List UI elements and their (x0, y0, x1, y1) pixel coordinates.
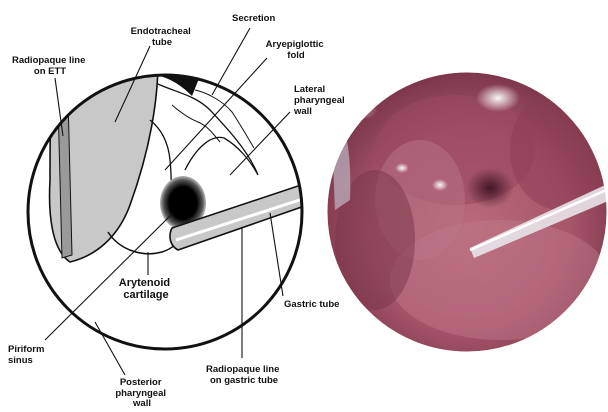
label-endotracheal-tube: Endotracheal tube (131, 26, 194, 48)
label-secretion: Secretion (232, 13, 275, 24)
label-gastric-tube: Gastric tube (284, 299, 339, 310)
label-piriform-sinus: Piriform sinus (8, 344, 47, 366)
endoscopic-photo (320, 65, 608, 365)
label-lateral-pharyngeal-wall: Lateral pharyngeal wall (293, 84, 347, 117)
label-aryepiglottic-fold: Aryepiglottic fold (266, 39, 327, 61)
label-posterior-pharyngeal-wall: Posterior pharyngeal wall (115, 377, 168, 407)
schematic-diagram (20, 28, 320, 375)
label-radiopaque-gastric: Radiopaque line on gastric tube (206, 364, 282, 386)
label-arytenoid-cartilage: Arytenoid cartilage (119, 277, 173, 301)
label-radiopaque-ett: Radiopaque line on ETT (12, 55, 88, 77)
